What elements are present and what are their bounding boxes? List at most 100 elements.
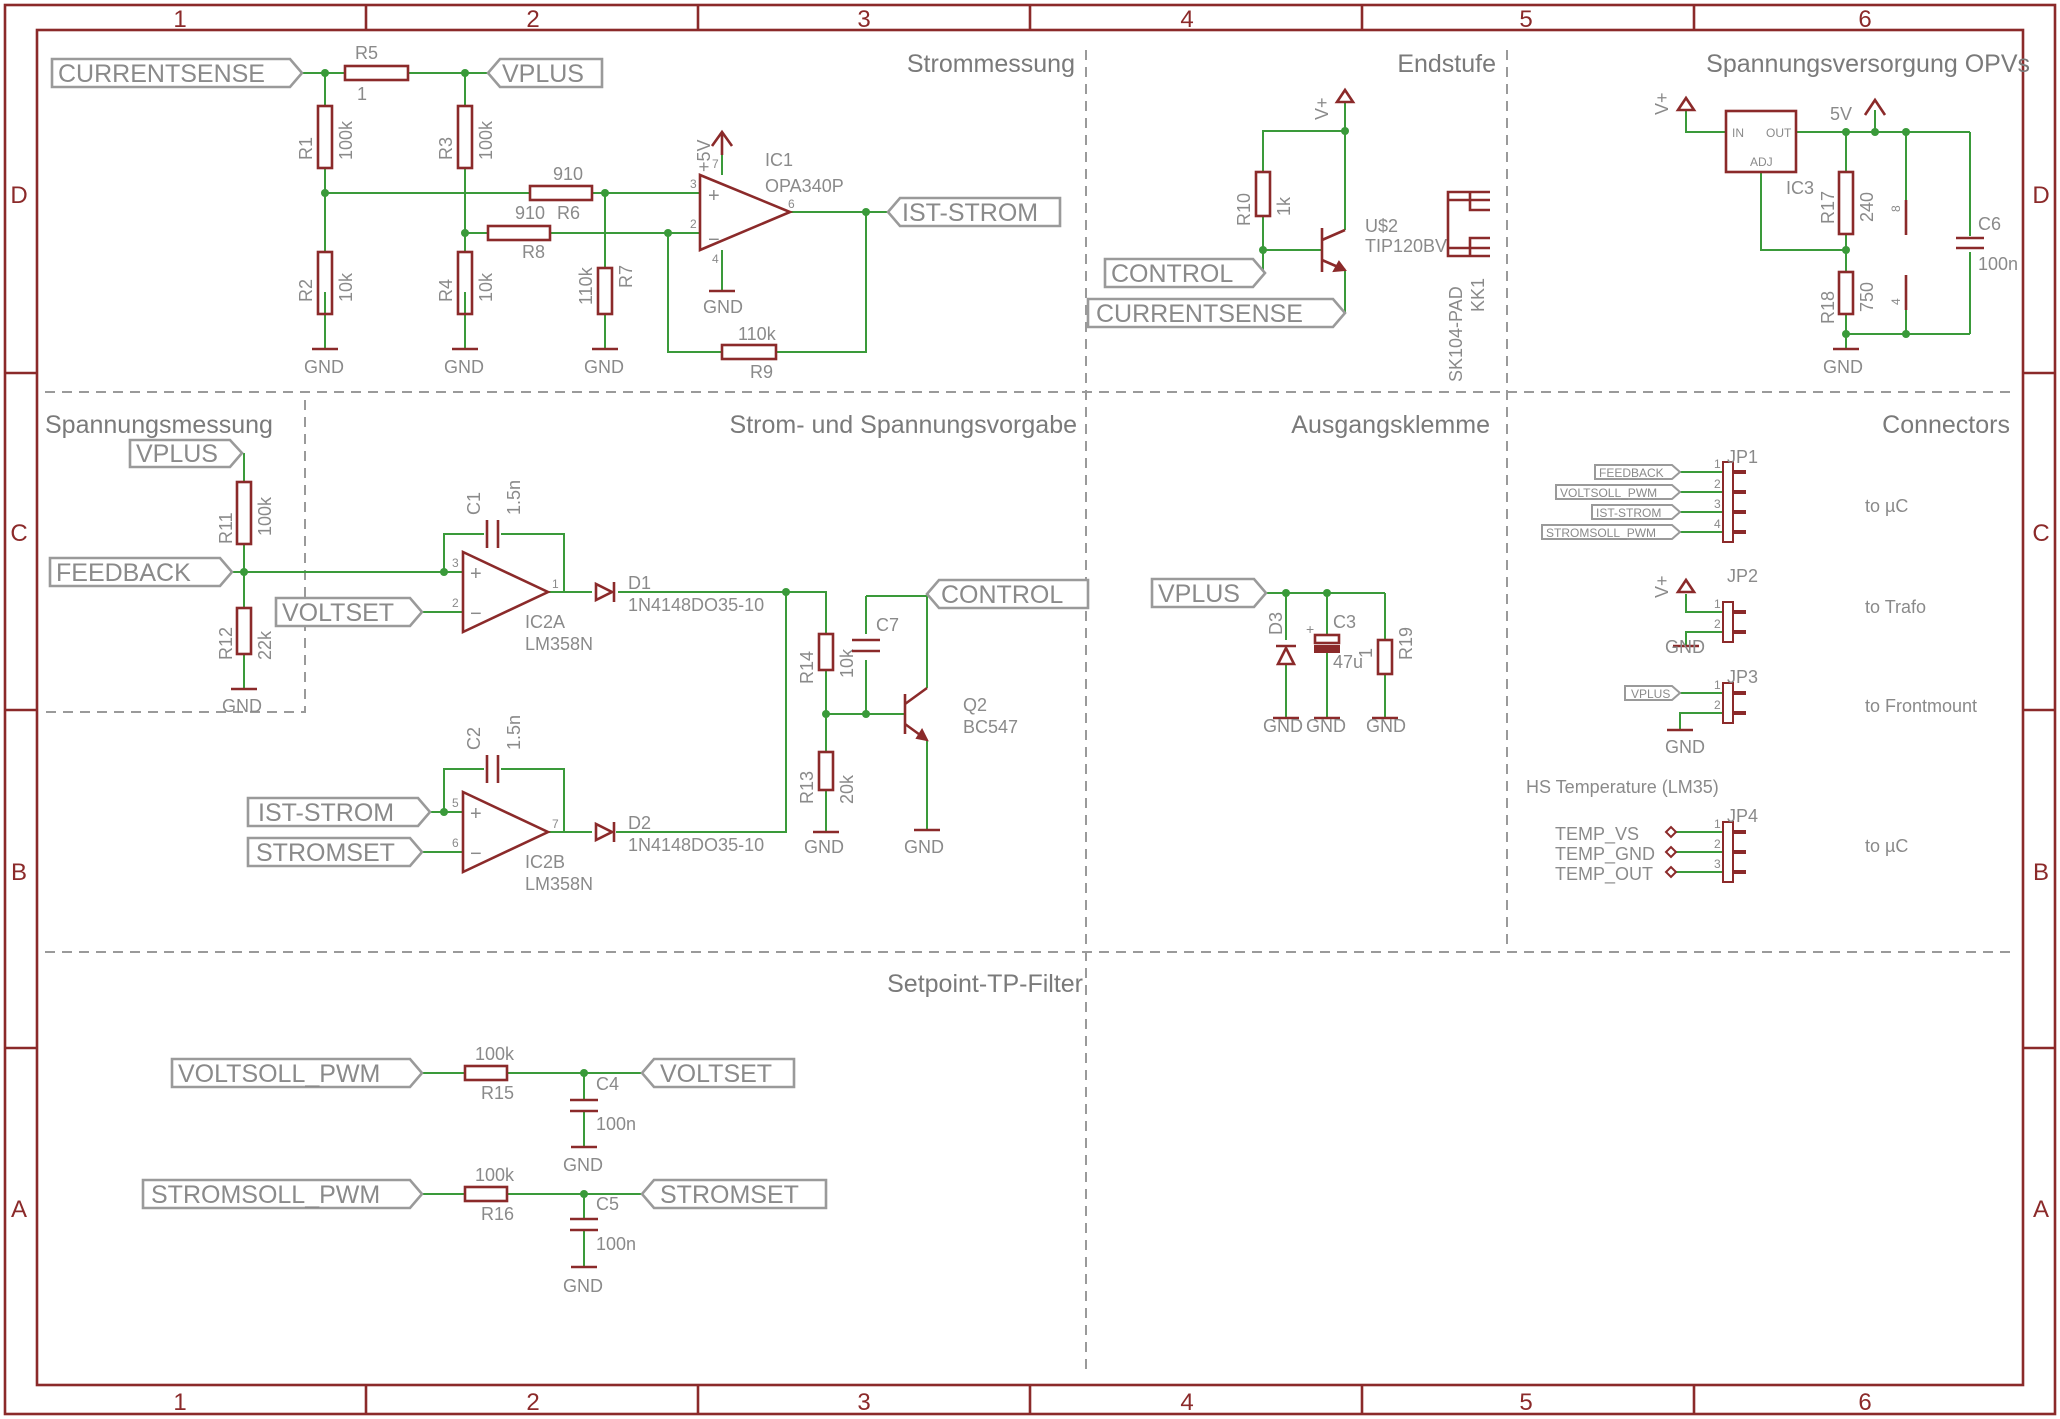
net-label-currentsense-endstufe: CURRENTSENSE <box>1086 297 1347 329</box>
r12-name: R12 <box>216 627 236 660</box>
net-label-stromsoll-pwm: STROMSOLL_PWM <box>141 1178 424 1210</box>
gnd-r2: GND <box>304 357 344 377</box>
jp3-net-vplus: VPLUS <box>1631 687 1670 701</box>
resistor-r13: R13 20k <box>797 750 857 804</box>
net-label-ist-strom: IST-STROM <box>886 196 1062 228</box>
ic2b-plus: + <box>470 803 482 825</box>
endstufe-wires <box>1262 102 1346 313</box>
versorgung-junctions <box>1842 128 1910 338</box>
net-control-endstufe-text: CONTROL <box>1111 260 1233 288</box>
net-label-vplus-meas: VPLUS <box>128 438 244 469</box>
frame-col-2: 2 <box>526 6 539 33</box>
ic1-minus: − <box>708 229 720 251</box>
gnd-versorgung-text: GND <box>1823 357 1863 377</box>
ic2b-pin5: 5 <box>452 796 459 810</box>
jp3-pin1: 1 <box>1714 678 1721 692</box>
junction-filter-strom <box>580 1190 588 1198</box>
r7-name: R7 <box>616 265 636 288</box>
frame-col-6-bottom: 6 <box>1858 1389 1871 1416</box>
d2-value: 1N4148DO35-10 <box>628 835 764 855</box>
jp2-vplus-text: V+ <box>1652 575 1672 598</box>
ic2b-pin6: 6 <box>452 836 459 850</box>
junction-feedback <box>240 568 248 576</box>
frame-row-b-right: B <box>2033 859 2049 886</box>
r3-name: R3 <box>436 137 456 160</box>
r19-name: R19 <box>1396 627 1416 660</box>
vorgabe-junctions <box>440 568 870 816</box>
net-feedback-text: FEEDBACK <box>56 559 191 587</box>
versorgung-5v-text: 5V <box>1830 104 1852 124</box>
diode-d2: D2 1N4148DO35-10 <box>594 813 764 855</box>
r14-name: R14 <box>797 651 817 684</box>
jp3-note: to Frontmount <box>1865 696 1977 716</box>
net-vplus-top-text: VPLUS <box>502 60 584 88</box>
r16-value: 100k <box>475 1165 515 1185</box>
ic3-name: IC3 <box>1786 178 1814 198</box>
net-ist-strom-text: IST-STROM <box>902 199 1038 227</box>
jp1-net-feedback: FEEDBACK <box>1599 466 1664 480</box>
net-label-feedback: FEEDBACK <box>48 556 234 588</box>
r12-value: 22k <box>255 630 275 660</box>
us2-name: U$2 <box>1365 216 1398 236</box>
r16-name: R16 <box>481 1204 514 1224</box>
net-voltsoll-pwm-text: VOLTSOLL_PWM <box>178 1060 380 1088</box>
r17-value: 240 <box>1857 192 1877 222</box>
ic2b-pin7: 7 <box>552 817 559 831</box>
capacitor-c5: C5 100n <box>570 1194 636 1254</box>
r15-name: R15 <box>481 1083 514 1103</box>
r1-name: R1 <box>296 137 316 160</box>
jp3-gnd-text: GND <box>1665 737 1705 757</box>
r11-value: 100k <box>255 496 275 536</box>
jp4-name: JP4 <box>1727 806 1758 826</box>
r9-value: 110k <box>738 324 777 344</box>
d1-value: 1N4148DO35-10 <box>628 595 764 615</box>
c3-name: C3 <box>1333 612 1356 632</box>
c5-name: C5 <box>596 1194 619 1214</box>
r5-name: R5 <box>355 43 378 63</box>
jp1-pin1: 1 <box>1714 457 1721 471</box>
ic2a-pin1: 1 <box>552 577 559 591</box>
r13-value: 20k <box>837 774 857 804</box>
ic3-pin4: 4 <box>1889 298 1903 305</box>
gnd-symbols-strommessung: GND GND GND GND <box>304 289 743 377</box>
ic2a-name: IC2A <box>525 612 565 632</box>
gnd-c5-text: GND <box>563 1276 603 1296</box>
resistor-r11: R11 100k <box>216 480 275 546</box>
supply-versorgung-5v: 5V <box>1830 97 1887 124</box>
versorgung-vplus-text: V+ <box>1652 92 1672 115</box>
resistor-r14: R14 10k <box>797 632 857 684</box>
jp4-pin3: 3 <box>1714 857 1721 871</box>
net-label-stromset: STROMSET <box>246 836 424 868</box>
ic2a-pin2: 2 <box>452 596 459 610</box>
transistor-q2: Q2 BC547 <box>903 686 1018 742</box>
net-label-voltset-filter: VOLTSET <box>640 1057 796 1089</box>
frame-row-c-right: C <box>2032 520 2049 547</box>
d2-name: D2 <box>628 813 651 833</box>
capacitor-c4: C4 100n <box>570 1074 636 1134</box>
c7-name: C7 <box>876 615 899 635</box>
c6-value: 100n <box>1978 254 2018 274</box>
r6-value: 910 <box>553 164 583 184</box>
ic3-pin8: 8 <box>1889 205 1903 212</box>
r3-value: 100k <box>476 120 496 160</box>
junction-endstufe-top <box>1341 127 1349 135</box>
jp4-temp-vs: TEMP_VS <box>1555 824 1639 845</box>
capacitor-c1: C1 1.5n <box>464 480 524 548</box>
jp1-net-stromsoll: STROMSOLL_PWM <box>1546 526 1656 540</box>
ic1-pin7: 7 <box>712 157 719 171</box>
section-separators <box>45 50 2012 1375</box>
gnd-ausgangsklemme: GND GND GND <box>1263 716 1406 736</box>
jp4-note: to µC <box>1865 836 1908 856</box>
capacitor-c3: + C3 47u <box>1306 612 1363 672</box>
resistor-r7: 110k R7 <box>576 265 636 316</box>
jp3-name: JP3 <box>1727 667 1758 687</box>
r11-name: R11 <box>216 512 236 544</box>
ic3-power-pins: 8 4 <box>1889 200 1908 310</box>
ic1-plus: + <box>708 185 720 207</box>
c1-value: 1.5n <box>504 480 524 515</box>
resistor-r18: R18 750 <box>1818 270 1877 324</box>
strommessung-junctions <box>321 69 870 237</box>
resistor-r6: 910 R6 <box>528 164 594 223</box>
resistor-r12: R12 22k <box>216 606 275 660</box>
jp1-net-labels: FEEDBACK VOLTSOLL_PWM IST-STROM STROMSOL… <box>1541 464 1682 540</box>
